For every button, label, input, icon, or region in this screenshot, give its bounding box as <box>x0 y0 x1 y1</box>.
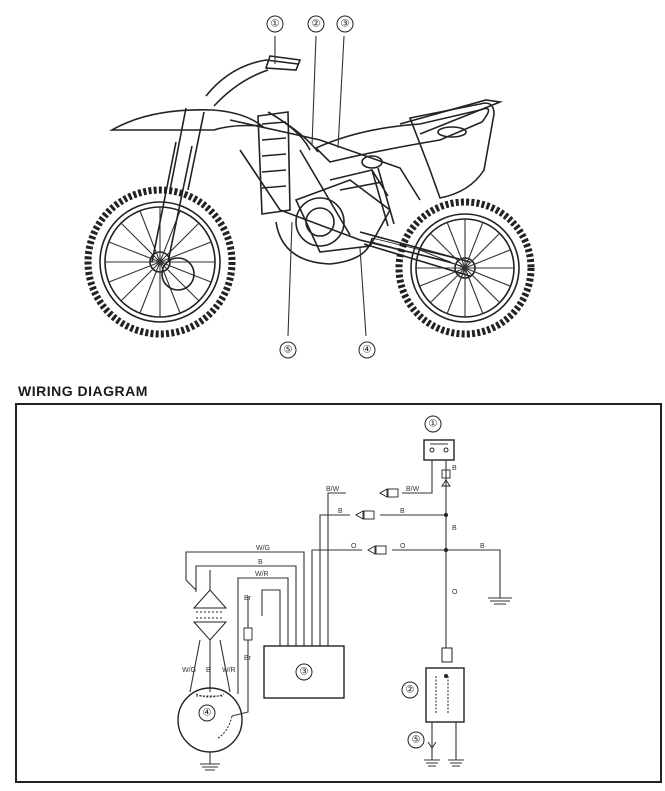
wire-label-b-vertical: B <box>452 525 457 532</box>
wire-label-bw-left: B/W <box>326 486 340 493</box>
wire-label-wg-magneto: W/G <box>182 667 196 674</box>
wire-label-b-top: B <box>258 559 263 566</box>
motorcycle-illustration: ① ② ③ ④ ⑤ <box>84 15 535 359</box>
wiring-diagram-heading: WIRING DIAGRAM <box>18 383 148 399</box>
wire-label-b-magneto: B <box>206 667 211 674</box>
callout-2-diagram: ② <box>406 685 415 696</box>
rear-tire <box>395 198 535 338</box>
magneto: ④ <box>177 687 243 771</box>
wire-label-wg-top: W/G <box>256 545 270 552</box>
wire-label-br-top: Br <box>244 595 252 602</box>
callout-2-top: ② <box>312 19 321 30</box>
callout-1-top: ① <box>271 19 280 30</box>
wire-label-br-bottom: Br <box>244 655 252 662</box>
ignition-coil: ② ⑤ <box>401 647 465 767</box>
callout-1-diagram: ① <box>429 419 438 430</box>
wire-label-wr-top: W/R <box>255 571 269 578</box>
wire-label-o-vertical: O <box>452 589 458 596</box>
front-tire <box>84 186 236 338</box>
callout-4-diagram: ④ <box>203 708 212 719</box>
wire-label-o-right: O <box>400 543 406 550</box>
callout-4-bottom: ④ <box>363 345 372 356</box>
wiring-diagram: ① ③ <box>15 403 662 783</box>
wire-label-b-left: B <box>338 508 343 515</box>
wire-label-wr-magneto: W/R <box>222 667 236 674</box>
wire-label-b-ground: B <box>480 543 485 550</box>
cdi-unit: ③ <box>263 645 345 699</box>
wire-label-bw-right: B/W <box>406 486 420 493</box>
callout-3-diagram: ③ <box>300 667 309 678</box>
engine-stop-switch: ① <box>423 415 455 461</box>
callout-5-bottom: ⑤ <box>284 345 293 356</box>
callout-3-top: ③ <box>341 19 350 30</box>
diagram-border <box>15 403 662 783</box>
wire-label-b-switch: B <box>452 465 457 472</box>
wire-label-b-right: B <box>400 508 405 515</box>
callout-5-diagram: ⑤ <box>412 735 421 746</box>
wire-label-o-left: O <box>351 543 357 550</box>
